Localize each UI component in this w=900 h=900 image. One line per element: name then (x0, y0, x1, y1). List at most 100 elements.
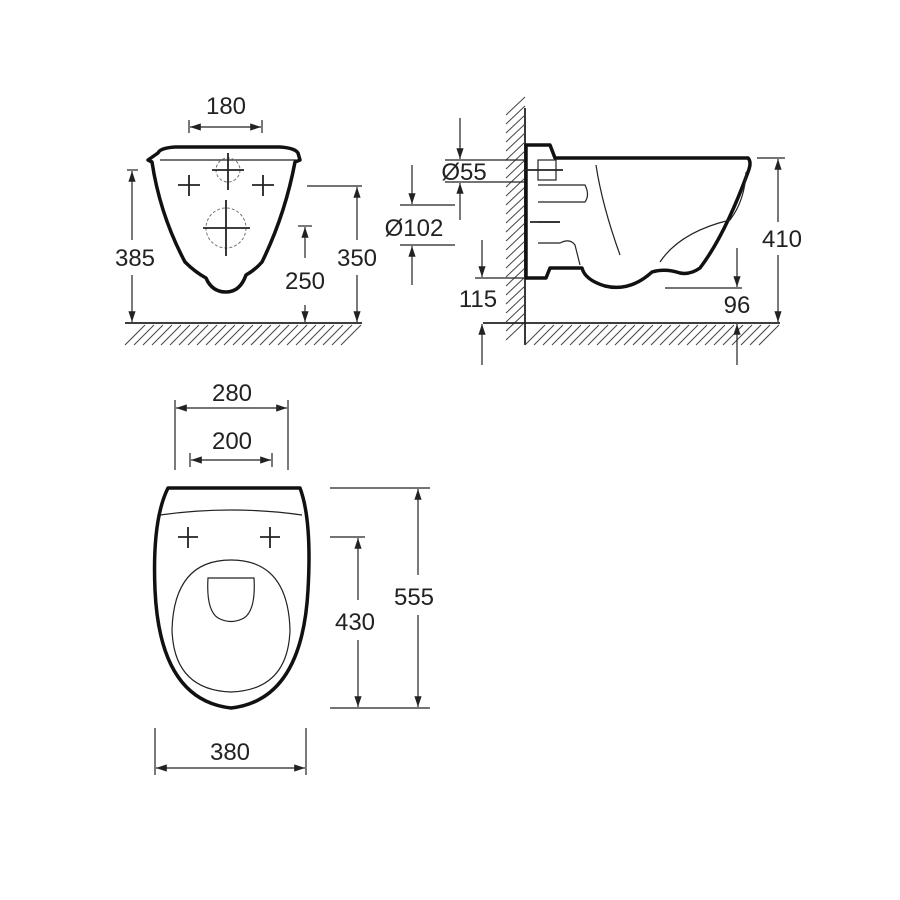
dim-label-380: 380 (210, 739, 250, 766)
dim-label-115: 115 (459, 286, 497, 313)
hatch-line (668, 324, 690, 346)
dim-label-250: 250 (285, 268, 325, 295)
hatch-line (505, 321, 526, 341)
hatch-line (505, 213, 526, 233)
hatch-line (749, 324, 771, 346)
dim-label-410: 410 (762, 226, 802, 253)
hatch-line (722, 324, 744, 346)
hatch-line (524, 324, 546, 346)
hatch-line (632, 324, 654, 346)
dim-label-280: 280 (212, 380, 252, 407)
hatch-line (505, 114, 526, 134)
hatch-line (758, 324, 780, 346)
hatch-line (578, 324, 600, 346)
hatch-line (505, 132, 526, 152)
top-view: 280 200 555 430 380 (152, 380, 434, 775)
hatch-line (505, 141, 526, 161)
dim-96: 96 (665, 248, 750, 365)
dim-115: 115 (459, 240, 525, 365)
dim-380: 380 (154, 728, 307, 775)
dim-250: 250 (285, 225, 325, 322)
hatch-line (713, 324, 735, 346)
side-view: Ø55 Ø102 115 96 410 (385, 96, 802, 365)
hatch-line (133, 324, 155, 346)
hatch-line (505, 96, 526, 116)
hatch-line (313, 324, 335, 346)
hatch-line (151, 324, 173, 346)
dim-385: 385 (115, 169, 155, 322)
dim-180: 180 (188, 93, 263, 133)
hatch-line (304, 324, 326, 346)
hatch-line (641, 324, 663, 346)
side-bowl-outline (524, 143, 752, 290)
hatch-line (505, 267, 526, 287)
hatch-line (605, 324, 627, 346)
hatch-line (268, 324, 290, 346)
hatch-line (505, 276, 526, 296)
hinge-holes (178, 527, 280, 548)
hatch-line (505, 249, 526, 269)
hatch-line (277, 324, 299, 346)
dim-label-55: Ø55 (441, 159, 486, 186)
hatch-line (205, 324, 227, 346)
dim-350: 350 (307, 185, 377, 322)
hatch-line (505, 294, 526, 314)
front-floor (124, 322, 362, 346)
hatch-line (740, 324, 762, 346)
dim-102: Ø102 (385, 165, 455, 285)
hatch-line (223, 324, 245, 346)
wall (505, 96, 526, 345)
hatch-line (560, 324, 582, 346)
dim-label-350: 350 (337, 245, 377, 272)
hatch-line (569, 324, 591, 346)
hatch-line (659, 324, 681, 346)
hatch-line (286, 324, 308, 346)
hatch-line (241, 324, 263, 346)
dim-430: 430 (330, 536, 375, 707)
dim-label-385: 385 (115, 245, 155, 272)
hatch-line (232, 324, 254, 346)
hatch-line (505, 177, 526, 197)
front-view: 180 385 250 350 (115, 93, 377, 346)
hatch-line (340, 324, 362, 346)
hatch-line (142, 324, 164, 346)
dim-55: Ø55 (441, 118, 525, 220)
hatch-line (650, 324, 672, 346)
front-bowl-outline (146, 145, 302, 294)
hatch-line (505, 186, 526, 206)
hatch-line (533, 324, 555, 346)
hatch-line (505, 123, 526, 143)
hatch-line (505, 303, 526, 323)
side-floor (483, 322, 780, 346)
hatch-line (704, 324, 726, 346)
hatch-line (505, 240, 526, 260)
hatch-line (250, 324, 272, 346)
hatch-line (623, 324, 645, 346)
hatch-line (686, 324, 708, 346)
hatch-line (677, 324, 699, 346)
hatch-line (505, 204, 526, 224)
hatch-line (505, 222, 526, 242)
dim-label-96: 96 (724, 292, 751, 319)
dim-label-430: 430 (335, 609, 375, 636)
hatch-line (322, 324, 344, 346)
hatch-line (295, 324, 317, 346)
hatch-line (505, 159, 526, 179)
hatch-line (551, 324, 573, 346)
hatch-line (596, 324, 618, 346)
hatch-line (542, 324, 564, 346)
hatch-line (214, 324, 236, 346)
hatch-line (505, 231, 526, 251)
dim-label-200: 200 (212, 428, 252, 455)
hatch-line (505, 312, 526, 332)
hatch-line (505, 168, 526, 188)
hatch-line (187, 324, 209, 346)
hatch-line (169, 324, 191, 346)
hatch-line (695, 324, 717, 346)
hatch-line (331, 324, 353, 346)
hatch-line (505, 105, 526, 125)
hatch-line (160, 324, 182, 346)
dim-label-102: Ø102 (385, 215, 444, 242)
